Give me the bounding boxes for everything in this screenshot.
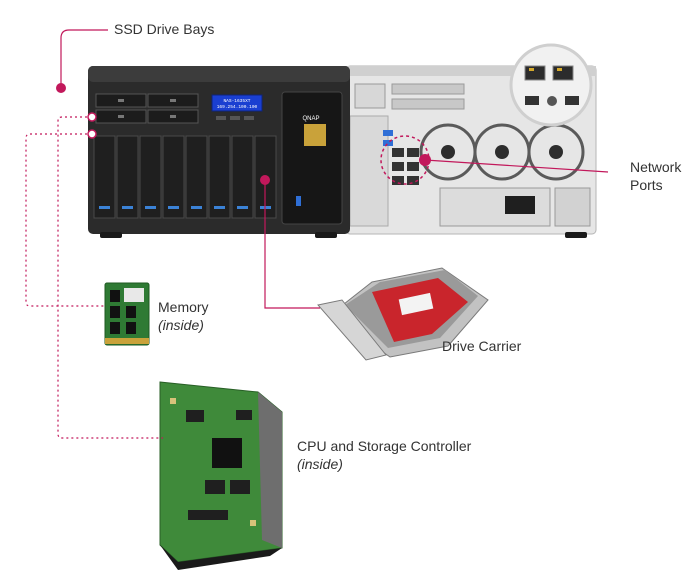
ssd-callout-dot — [56, 83, 66, 93]
nas-front-chassis — [88, 66, 587, 238]
memory-callout-line — [25, 133, 104, 307]
cpu-board-image — [159, 381, 283, 570]
memory-note-text: (inside) — [158, 317, 204, 333]
memory-text: Memory — [158, 299, 209, 315]
brand-logo: QNAP — [302, 116, 319, 122]
drive-carrier-text: Drive Carrier — [442, 338, 522, 354]
drive-carrier-label: Drive Carrier — [442, 337, 521, 355]
lcd-line-2: 169.254.100.100 — [217, 104, 258, 110]
callout-lines — [60, 29, 609, 309]
hdd-bays — [93, 135, 277, 219]
network-callout-dot — [419, 154, 431, 166]
cpu-callout-line — [57, 116, 163, 439]
drive-carrier-callout-dot — [260, 175, 270, 185]
network-callout-line — [424, 159, 609, 173]
memory-label: Memory (inside) — [158, 298, 209, 334]
drive-carrier-callout-line — [264, 180, 320, 309]
ssd-drive-bays-text: SSD Drive Bays — [114, 21, 215, 37]
cpu-controller-note-text: (inside) — [297, 456, 343, 472]
callout-dots — [56, 83, 431, 185]
memory-callout-dot — [87, 129, 97, 139]
cpu-callout-dot — [87, 112, 97, 122]
ssd-callout-line — [60, 29, 108, 88]
gold-badge — [304, 124, 326, 146]
network-ports-text-line2: Ports — [630, 177, 663, 193]
memory-module-image — [104, 282, 150, 346]
drive-carrier-image — [317, 267, 489, 361]
network-ports-magnifier — [509, 43, 593, 127]
cpu-controller-text: CPU and Storage Controller — [297, 438, 472, 454]
ssd-drive-bays-label: SSD Drive Bays — [114, 20, 214, 38]
network-ports-label: Network Ports — [630, 158, 681, 194]
lcd-line-1: NAS-1635XT — [223, 98, 250, 104]
lcd-display — [211, 94, 263, 112]
network-ports-text-line1: Network — [630, 159, 682, 175]
callout-dotted-lines — [25, 116, 163, 439]
cpu-controller-label: CPU and Storage Controller (inside) — [297, 437, 471, 473]
